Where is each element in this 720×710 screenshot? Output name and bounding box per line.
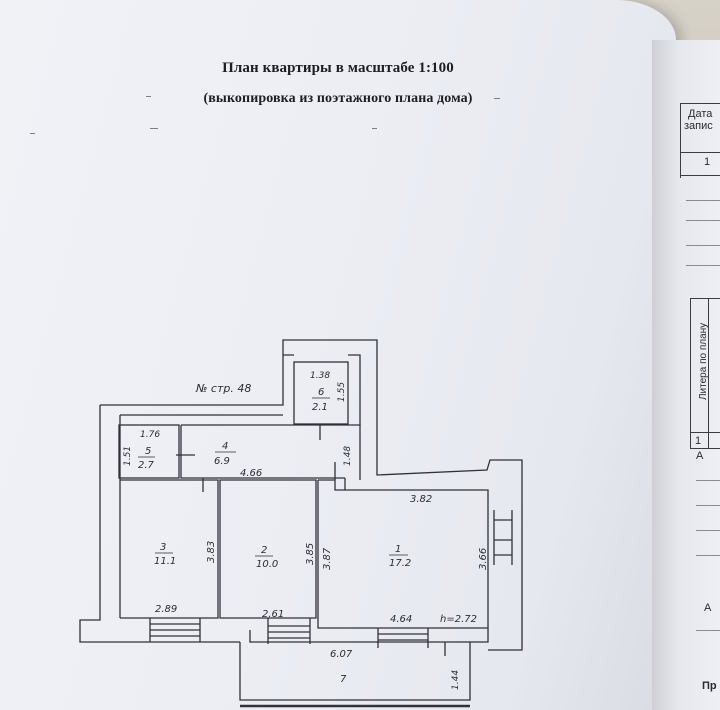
wall (249, 630, 470, 643)
room-4-area: 6.9 (214, 456, 230, 467)
table-rule (696, 480, 720, 481)
room-2-number: 2 (261, 545, 267, 556)
wall (283, 354, 361, 425)
corridor-length: 4.66 (240, 468, 262, 479)
balcony-depth: 1.44 (451, 670, 461, 690)
table-rule (690, 298, 720, 299)
table-rule (690, 298, 691, 448)
corridor-depth: 1.48 (343, 446, 353, 466)
table-rule (686, 265, 720, 266)
table-rule (686, 200, 720, 201)
table-rule (680, 175, 720, 176)
row-number: 1 (704, 156, 711, 168)
hatch-mark (494, 98, 500, 99)
room-2-depth-left: 3.85 (305, 543, 316, 565)
stair-note: № стр. 48 (195, 382, 251, 395)
table-rule (690, 448, 720, 449)
vertical-header: Литера по плану (698, 322, 709, 400)
document-title: План квартиры в масштабе 1:100 (222, 60, 454, 76)
ceiling-height: h=2.72 (440, 614, 477, 625)
room-5-outline (118, 424, 180, 479)
wall (335, 477, 346, 490)
footer-fragment: Пр (702, 680, 717, 692)
table-rule (680, 152, 720, 153)
room-4-outline (180, 425, 335, 479)
document-subtitle: (выкопировка из поэтажного плана дома) (203, 91, 473, 106)
room-1-depth: 3.66 (478, 548, 489, 570)
column-number: 1 (695, 435, 702, 447)
room-2-depth-right: 3.87 (322, 547, 333, 570)
table-rule (696, 555, 720, 556)
table-rule (686, 220, 720, 221)
room-5-area: 2.7 (138, 460, 155, 471)
hatch-mark (150, 128, 158, 129)
hatch-mark (372, 128, 377, 129)
room-1-outline (317, 479, 489, 629)
room-6-number: 6 (318, 387, 324, 398)
room-2-width: 2.61 (262, 609, 284, 620)
room-4-number: 4 (222, 441, 228, 452)
window-room-1 (377, 628, 429, 648)
table-rule (696, 530, 720, 531)
room-6-area: 2.1 (312, 402, 328, 413)
header-date: Дата (688, 108, 713, 120)
letter-a-2: А (704, 602, 712, 614)
room-5-depth: 1.51 (123, 446, 133, 466)
window-room-1-side (493, 510, 513, 565)
outer-wall (100, 339, 523, 651)
room-5-width: 1.76 (140, 430, 160, 440)
room-3-width: 2.89 (155, 604, 177, 615)
room-2-outline (219, 479, 317, 619)
room-5-number: 5 (145, 446, 151, 457)
room-3-depth: 3.83 (206, 541, 217, 563)
letter-a-1: А (696, 450, 704, 462)
room-2-area: 10.0 (256, 559, 278, 570)
room-1-width-bottom: 4.64 (390, 614, 412, 625)
room-6-outline (293, 361, 349, 425)
room-1-width: 3.82 (410, 494, 432, 505)
hatch-mark (30, 133, 35, 134)
document-page: План квартиры в масштабе 1:100 (выкопиро… (0, 0, 676, 710)
table-rule (686, 245, 720, 246)
table-rule (680, 103, 720, 104)
outer-wall (79, 405, 240, 643)
facing-page: Дата запис 1 Литера по плану 1 А А Пр (652, 40, 720, 710)
table-rule (708, 298, 709, 448)
balcony-width: 6.07 (330, 649, 353, 660)
room-3-area: 11.1 (154, 556, 176, 567)
window-room-2 (267, 618, 311, 644)
table-rule (696, 505, 720, 506)
room-6-depth: 1.55 (337, 382, 347, 402)
room-6-width: 1.38 (310, 371, 330, 381)
dimension-ticks (176, 425, 446, 656)
room-1-area: 17.2 (389, 558, 411, 569)
table-rule (690, 432, 720, 433)
room-7-outline (239, 628, 489, 701)
table-rule (696, 630, 720, 631)
room-3-outline (120, 479, 219, 619)
room-4-outline (181, 424, 361, 480)
room-1-number: 1 (395, 544, 401, 555)
header-record: запис (684, 120, 713, 132)
window-room-3 (149, 618, 201, 642)
room-3-number: 3 (160, 542, 166, 553)
floor-plan: № стр. 48 1.38 6 2.1 1.55 1.76 1.51 5 2.… (79, 339, 523, 708)
room-7-number: 7 (340, 674, 347, 685)
hatch-mark (146, 96, 151, 97)
table-rule (680, 103, 681, 178)
